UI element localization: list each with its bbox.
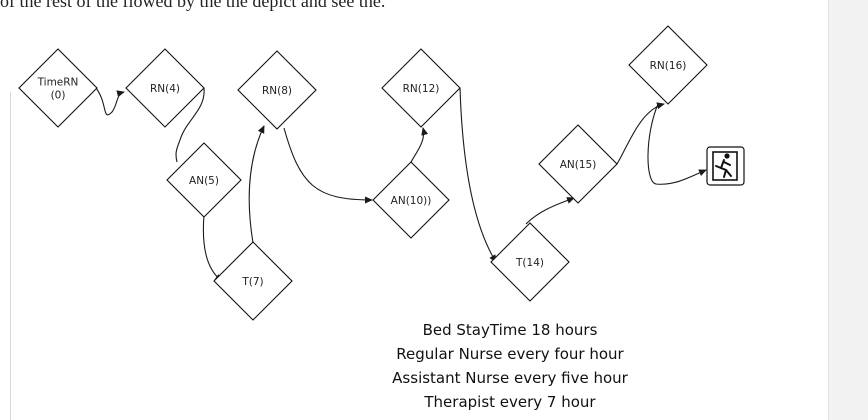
edge-t7-rn8 bbox=[248, 125, 265, 244]
edge-timern-rn4 bbox=[95, 87, 125, 116]
node-rn8: RN(8) bbox=[237, 50, 317, 130]
node-an15: AN(15) bbox=[538, 124, 618, 204]
node-label: T(7) bbox=[241, 276, 263, 288]
node-shape bbox=[166, 142, 242, 218]
node-rn16: RN(16) bbox=[628, 25, 708, 105]
node-label: AN(10)) bbox=[391, 195, 432, 207]
exit-icon bbox=[706, 146, 745, 186]
node-rn4: RN(4) bbox=[125, 48, 205, 128]
edge-rn4-an5 bbox=[175, 87, 205, 163]
edge-an5-t7 bbox=[202, 214, 223, 282]
node-an5: AN(5) bbox=[166, 142, 242, 218]
edge-an10-rn12 bbox=[410, 127, 429, 163]
node-shape bbox=[18, 48, 98, 128]
node-label: RN(12) bbox=[403, 83, 440, 95]
node-shape bbox=[381, 48, 461, 128]
node-shape bbox=[237, 50, 317, 130]
edge-t14-an15 bbox=[525, 197, 575, 225]
note-assistant-nurse: Assistant Nurse every five hour bbox=[392, 369, 628, 387]
node-label: AN(15) bbox=[560, 159, 597, 171]
node-shape bbox=[490, 222, 570, 302]
note-bed-stay: Bed StayTime 18 hours bbox=[422, 321, 598, 339]
edge-rn8-an10 bbox=[283, 127, 373, 204]
node-label: RN(16) bbox=[650, 60, 687, 72]
node-timern: TimeRN(0) bbox=[18, 48, 98, 128]
schedule-notes: Bed StayTime 18 hours Regular Nurse ever… bbox=[360, 318, 660, 414]
edge-rn16-exit bbox=[647, 103, 707, 185]
node-shape bbox=[372, 161, 450, 239]
node-an10: AN(10)) bbox=[372, 161, 450, 239]
node-shape bbox=[538, 124, 618, 204]
node-label: RN(4) bbox=[150, 83, 180, 95]
edge-rn12-t14 bbox=[459, 87, 497, 263]
node-label: T(14) bbox=[515, 257, 544, 269]
edge-an15-rn16 bbox=[616, 102, 665, 165]
node-rn12: RN(12) bbox=[381, 48, 461, 128]
node-label: TimeRN bbox=[37, 77, 79, 89]
page-caption: of the rest of the flowed by the the dep… bbox=[0, 0, 386, 11]
note-regular-nurse: Regular Nurse every four hour bbox=[396, 345, 624, 363]
node-label: AN(5) bbox=[189, 175, 219, 187]
node-shape bbox=[213, 241, 293, 321]
right-gutter bbox=[828, 0, 868, 420]
left-divider bbox=[10, 92, 11, 420]
node-t7: T(7) bbox=[213, 241, 293, 321]
node-t14: T(14) bbox=[490, 222, 570, 302]
node-shape bbox=[125, 48, 205, 128]
node-label: (0) bbox=[51, 90, 66, 102]
note-therapist: Therapist every 7 hour bbox=[424, 393, 596, 411]
node-label: RN(8) bbox=[262, 85, 292, 97]
node-shape bbox=[628, 25, 708, 105]
